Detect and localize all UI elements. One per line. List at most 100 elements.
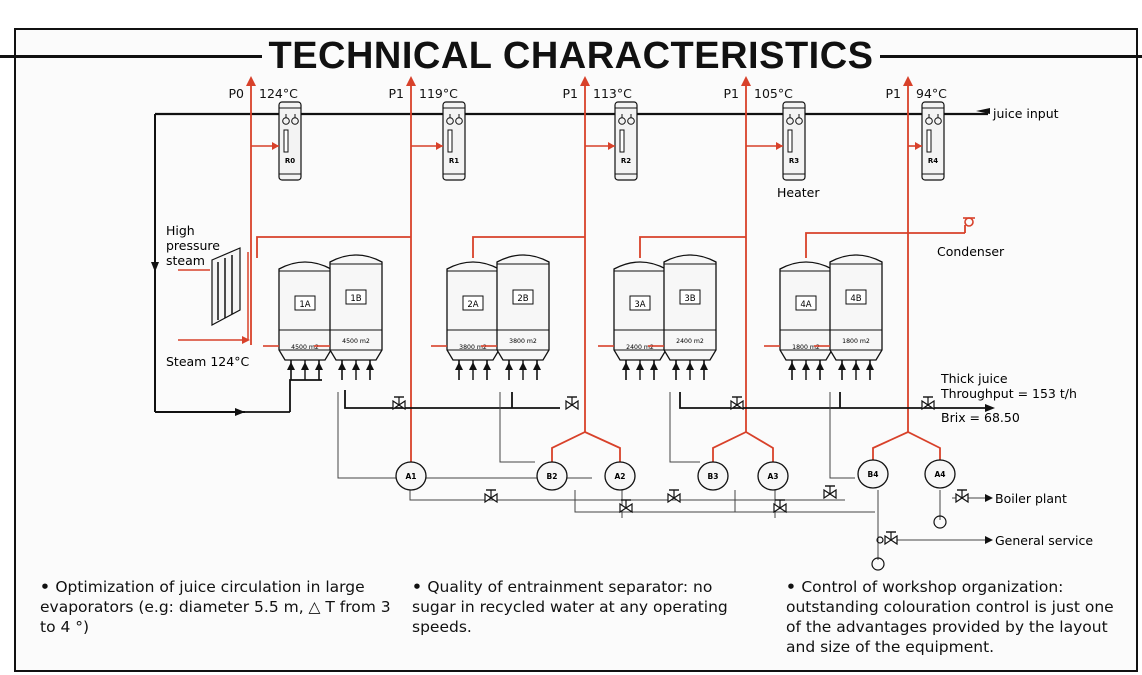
- evaporator-label-2: 2A: [467, 300, 478, 310]
- bullet-2-text: Quality of entrainment separator: no sug…: [412, 578, 728, 636]
- valve-icon[interactable]: [921, 396, 935, 411]
- evaporator-area-5: 2400 m2: [676, 338, 704, 345]
- heater-r3: R3: [746, 101, 806, 181]
- separator-b3: B3: [697, 461, 729, 491]
- thick-juice-arrow: [985, 404, 995, 412]
- condenser-label: Condenser: [937, 244, 1005, 259]
- separator-b4: B4: [857, 459, 889, 489]
- separator-label-1: B2: [547, 472, 558, 481]
- stage-temp-1: 119°C: [419, 86, 458, 101]
- valve-icon[interactable]: [565, 396, 579, 411]
- evaporator-area-2: 3800 m2: [459, 344, 487, 351]
- condenser-valve: [963, 217, 975, 227]
- heater-label-2: R2: [621, 157, 631, 165]
- evaporator-2b: 2B 3800 m2: [481, 254, 550, 380]
- valves: [392, 396, 969, 546]
- general-arrow: [985, 536, 993, 544]
- valve-icon[interactable]: [823, 485, 837, 500]
- separator-a3: A3: [757, 461, 789, 491]
- valve-icon[interactable]: [484, 489, 498, 504]
- separator-a2: A2: [604, 461, 636, 491]
- heater-r4: R4: [908, 101, 945, 181]
- brix-label: Brix = 68.50: [941, 410, 1020, 425]
- pumps: [871, 515, 947, 571]
- title-rule-right: [879, 54, 1142, 58]
- evaporator-4b: 4B 1800 m2: [814, 254, 883, 380]
- stage-pressure-1: P1: [389, 86, 405, 101]
- bullet-3: • Control of workshop organization: outs…: [786, 578, 1114, 656]
- evaporator-label-3: 2B: [517, 294, 528, 304]
- evaporator-label-0: 1A: [299, 300, 310, 310]
- evaporator-area-1: 4500 m2: [342, 338, 370, 345]
- bullet-1: • Optimization of juice circulation in l…: [40, 578, 391, 636]
- separator-b2: B2: [536, 461, 568, 491]
- stage-pressure-2: P1: [563, 86, 579, 101]
- stage-pressure-0: P0: [229, 86, 245, 101]
- separator-a1: A1: [395, 461, 427, 491]
- throughput-label: Throughput = 153 t/h: [940, 386, 1077, 401]
- valve-icon[interactable]: [667, 489, 681, 504]
- bullet-3-text: Control of workshop organization: outsta…: [786, 578, 1114, 656]
- juice-input-label: juice input: [992, 106, 1059, 121]
- evaporator-label-7: 4B: [850, 294, 861, 304]
- stage-temp-4: 94°C: [916, 86, 947, 101]
- bottom-piping: [245, 379, 985, 413]
- separator-feeds: [551, 430, 941, 462]
- page-frame: [14, 28, 1138, 672]
- heater-label-0: R0: [285, 157, 295, 165]
- bullet-2: • Quality of entrainment separator: no s…: [412, 578, 728, 636]
- title-rule-left: [0, 54, 263, 58]
- stage-temp-3: 105°C: [754, 86, 793, 101]
- heater-label-1: R1: [449, 157, 459, 165]
- separator-label-5: B4: [868, 470, 879, 479]
- valve-icon[interactable]: [884, 531, 898, 546]
- vapour-risers: [250, 80, 909, 462]
- general-service-label: General service: [995, 533, 1093, 548]
- steam-headers: [256, 225, 966, 258]
- separator-label-2: A2: [614, 472, 625, 481]
- evaporator-1a: 1A 4500 m2: [263, 261, 332, 380]
- hp-steam-label-1: High: [166, 223, 195, 238]
- evaporator-area-6: 1800 m2: [792, 344, 820, 351]
- steam-label: Steam 124°C: [166, 354, 249, 369]
- evaporator-area-4: 2400 m2: [626, 344, 654, 351]
- evaporator-area-7: 1800 m2: [842, 338, 870, 345]
- heater-label-4: R4: [928, 157, 938, 165]
- evaporator-label-5: 3B: [684, 294, 695, 304]
- separator-label-6: A4: [934, 470, 945, 479]
- title-bar: TECHNICAL CHARACTERISTICS: [0, 31, 1142, 81]
- boiler-plant-label: Boiler plant: [995, 491, 1067, 506]
- evaporator-2a: 2A 3800 m2: [431, 261, 500, 380]
- evaporator-3a: 3A 2400 m2: [598, 261, 667, 380]
- stage-temp-0: 124°C: [259, 86, 298, 101]
- valve-icon[interactable]: [773, 499, 787, 514]
- heater-r0: R0: [251, 101, 302, 181]
- steam-inlet-bundle: [178, 247, 250, 344]
- stage-temp-2: 113°C: [593, 86, 632, 101]
- hp-steam-label-2: pressure: [166, 238, 220, 253]
- separator-label-3: B3: [708, 472, 719, 481]
- heater-r2: R2: [585, 101, 638, 181]
- boiler-arrow: [985, 494, 993, 502]
- page-title: TECHNICAL CHARACTERISTICS: [268, 34, 874, 77]
- valve-icon[interactable]: [955, 489, 969, 504]
- riser-arrowheads: [246, 76, 913, 86]
- valve-icon[interactable]: [392, 396, 406, 411]
- separator-a4: A4: [924, 459, 956, 489]
- valve-icon[interactable]: [730, 396, 744, 411]
- bullet-1-text: Optimization of juice circulation in lar…: [40, 578, 391, 636]
- heater-label: Heater: [777, 185, 820, 200]
- evaporator-4a: 4A 1800 m2: [764, 261, 833, 380]
- separator-label-4: A3: [767, 472, 778, 481]
- evaporator-area-3: 3800 m2: [509, 338, 537, 345]
- evaporator-label-4: 3A: [634, 300, 645, 310]
- evaporator-3b: 3B 2400 m2: [648, 254, 717, 380]
- heater-r1: R1: [411, 101, 466, 181]
- stage-pressure-3: P1: [724, 86, 740, 101]
- valve-icon[interactable]: [619, 499, 633, 514]
- evaporator-1b: 1B 4500 m2: [314, 254, 383, 380]
- evaporator-area-0: 4500 m2: [291, 344, 319, 351]
- heater-label-3: R3: [789, 157, 799, 165]
- evaporator-label-1: 1B: [350, 294, 361, 304]
- evaporator-label-6: 4A: [800, 300, 811, 310]
